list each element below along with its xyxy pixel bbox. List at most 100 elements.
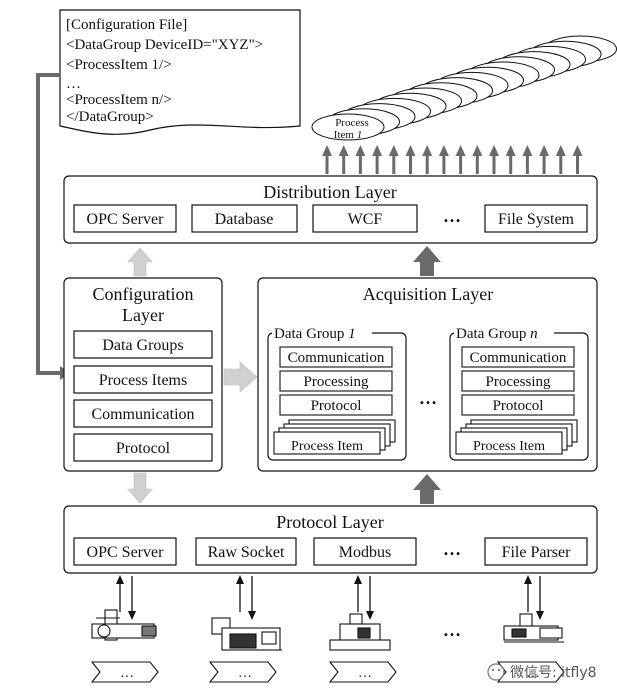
device-4-up-head <box>524 575 532 584</box>
config-line-1: [Configuration File] <box>66 17 187 33</box>
device-2 <box>211 617 282 651</box>
configuration-layer-title-1: Configuration <box>93 284 194 304</box>
dist-database: Database <box>215 211 274 228</box>
cfg-communication-box <box>73 399 213 428</box>
output-arrow-head-8 <box>438 145 449 156</box>
protocol-layer-title: Protocol Layer <box>276 512 383 532</box>
output-arrow-head-9 <box>455 145 466 156</box>
config-line-4: … <box>66 76 81 92</box>
cfg-protocol-box <box>73 433 213 462</box>
output-arrow-head-6 <box>405 145 416 156</box>
output-arrow-head-5 <box>388 145 399 156</box>
device-4 <box>503 613 564 643</box>
process-item-label-1: Process <box>335 117 369 129</box>
distribution-layer-title: Distribution Layer <box>263 182 396 202</box>
dg1-process-item-card-1 <box>273 431 381 455</box>
dg1-communication: Communication <box>288 350 385 366</box>
bottom-label-3: … <box>358 666 372 681</box>
proto-file-parser: File Parser <box>502 544 572 561</box>
cfg-process-items-box <box>73 365 213 394</box>
proto-raw-socket: Raw Socket <box>208 544 285 561</box>
device-2-down-head <box>248 611 256 620</box>
cfg-communication: Communication <box>91 406 194 423</box>
output-arrow-head-1 <box>322 145 332 156</box>
bottom-chevron-4: … <box>496 661 565 683</box>
proto-modbus: Modbus <box>339 544 391 561</box>
output-arrow-head-7 <box>422 145 433 156</box>
dist-database-box <box>191 204 298 233</box>
output-arrow-head-4 <box>372 145 383 156</box>
device-1-down-head <box>128 611 136 620</box>
config-line-6: </DataGroup> <box>66 109 154 125</box>
bottom-label-4: … <box>526 666 540 681</box>
dgn-processing: Processing <box>486 374 551 390</box>
proto-opc-server-box <box>73 537 177 566</box>
config-line-2: <DataGroup DeviceID="XYZ"> <box>66 37 263 53</box>
proto-modbus-box <box>313 537 417 566</box>
dg1-process-item: Process Item <box>291 439 363 454</box>
protocol-to-acquisition-arrow <box>413 474 441 504</box>
output-arrow-head-3 <box>355 145 366 156</box>
configuration-layer: Configuration Layer Data Groups Process … <box>63 277 223 472</box>
proto-raw-socket-box <box>195 537 297 566</box>
watermark: 微信号: itfly8 <box>487 663 597 681</box>
proto-file-parser-box <box>484 537 588 566</box>
bottom-chevron-1: … <box>90 661 159 683</box>
protocol-layer: Protocol Layer OPC Server Raw Socket Mod… <box>63 505 598 574</box>
dist-wcf-box <box>312 204 418 233</box>
process-item-label-2: Item 1 <box>334 129 362 141</box>
config-connector-arrow <box>36 73 60 375</box>
process-item-ellipses: Process Item 1 <box>311 35 617 141</box>
data-group-n-title: Data Group n <box>456 326 538 342</box>
output-arrow-head-2 <box>338 145 349 156</box>
proto-ellipsis: … <box>443 539 461 559</box>
devices-ellipsis: … <box>443 620 461 640</box>
watermark-text: 微信号: itfly8 <box>510 665 597 681</box>
dgn-process-item-stack <box>455 419 578 455</box>
dist-opc-server-box <box>73 204 177 233</box>
dgn-process-item: Process Item <box>473 439 545 454</box>
bottom-chevron-2: … <box>208 661 277 683</box>
config-to-distribution-arrow <box>127 247 153 277</box>
config-line-5: <ProcessItem n/> <box>66 92 172 108</box>
config-to-protocol-arrow <box>127 472 153 504</box>
dist-ellipsis: … <box>443 206 461 226</box>
distribution-layer: Distribution Layer OPC Server Database W… <box>63 175 598 244</box>
dist-file-system: File System <box>498 211 575 228</box>
dg1-processing: Processing <box>304 374 369 390</box>
dgn-protocol: Protocol <box>493 398 544 414</box>
bottom-chevron-3: … <box>328 661 397 683</box>
acquisition-layer: Acquisition Layer Data Group 1 Communica… <box>257 277 598 472</box>
dgn-communication: Communication <box>470 350 567 366</box>
dg1-protocol: Protocol <box>311 398 362 414</box>
output-arrow-head-15 <box>555 145 566 156</box>
configuration-layer-title-2: Layer <box>122 305 164 325</box>
output-arrow-head-16 <box>572 145 583 156</box>
cfg-data-groups: Data Groups <box>102 337 183 354</box>
proto-opc-server: OPC Server <box>87 544 165 561</box>
cfg-process-items: Process Items <box>99 372 187 389</box>
data-group-n: Data Group n Communication Processing Pr… <box>449 324 589 461</box>
device-1-up-head <box>116 575 124 584</box>
output-arrows <box>322 145 583 174</box>
data-group-1-title: Data Group 1 <box>274 326 356 342</box>
dg1-process-item-stack <box>273 419 396 455</box>
device-1 <box>91 609 157 641</box>
device-4-down-head <box>536 611 544 620</box>
config-line-3: <ProcessItem 1/> <box>66 57 172 73</box>
bottom-label-1: … <box>120 666 134 681</box>
dg1-processing-box <box>279 370 393 392</box>
output-arrow-head-13 <box>522 145 533 156</box>
bottom-label-2: … <box>238 666 252 681</box>
configuration-file: [Configuration File] <DataGroup DeviceID… <box>59 9 301 135</box>
dist-wcf: WCF <box>348 211 383 228</box>
dist-file-system-box <box>484 204 588 233</box>
device-link-arrows <box>116 575 544 620</box>
dist-opc-server: OPC Server <box>87 211 165 228</box>
acquisition-to-distribution-arrow <box>413 246 441 276</box>
device-2-up-head <box>236 575 244 584</box>
output-arrow-head-12 <box>505 145 516 156</box>
acquisition-layer-title: Acquisition Layer <box>363 284 493 304</box>
dg1-protocol-box <box>279 394 393 416</box>
